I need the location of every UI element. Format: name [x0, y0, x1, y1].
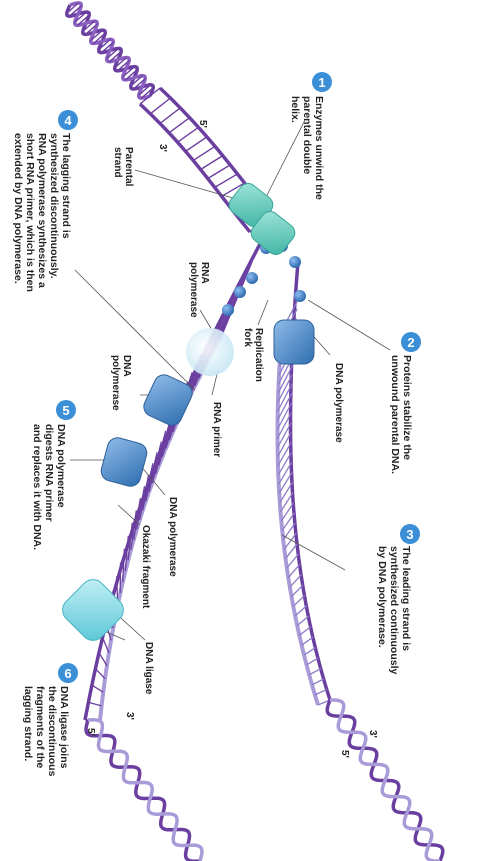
bottom-left-5-prime-label: 5' [85, 728, 96, 736]
rna-primase [186, 328, 234, 376]
step-4-badge: 4 [58, 110, 78, 130]
step-6-badge: 6 [58, 663, 78, 683]
helicase [228, 183, 296, 255]
rna-primer-label: RNA primer [211, 402, 222, 458]
bottom-left-3-prime-label: 3' [124, 712, 135, 720]
step-1-badge: 1 [312, 72, 332, 92]
rna-polymerase-label: RNA polymerase [188, 262, 210, 318]
bottom-right-helix [325, 698, 445, 861]
leading-dna-polymerase-label: DNA polymerase [333, 363, 344, 443]
primer-replacing-polymerase [100, 437, 148, 487]
step-2-text: Proteins stabilize the unwound parental … [389, 355, 413, 474]
step-6-text: DNA ligase joins the discontinuous fragm… [22, 686, 70, 777]
lower-dna-polymerase-label: DNA polymerase [167, 497, 178, 577]
parental-helix [65, 1, 155, 100]
leading-dna-polymerase [273, 319, 315, 365]
step-4-text: The lagging strand is synthesized discon… [12, 133, 72, 292]
top-3-prime-label: 3' [157, 144, 168, 152]
dna-ligase-label: DNA ligase [143, 642, 154, 695]
top-5-prime-label: 5' [197, 120, 208, 128]
okazaki-fragment-label: Okazaki fragment [140, 525, 151, 609]
step-5-badge: 5 [56, 400, 76, 420]
bottom-right-3-prime-label: 3' [367, 730, 378, 738]
lagging-dna-polymerase [143, 374, 193, 426]
parental-strand-label: Parental strand [112, 147, 134, 187]
step-3-text: The leading strand is synthesized contin… [376, 546, 412, 675]
step-5-text: DNA polymerase digests RNA primer and re… [31, 424, 67, 551]
dna-ligase [62, 579, 124, 641]
bottom-right-5-prime-label: 5' [339, 750, 350, 758]
replication-fork-label: Replication fork [242, 328, 264, 382]
lagging-dna-polymerase-label: DNA polymerase [110, 355, 132, 411]
step-2-badge: 2 [401, 332, 421, 352]
step-3-badge: 3 [400, 524, 420, 544]
bottom-left-helix [84, 718, 204, 861]
step-1-text: Enzymes unwind the parental double helix… [289, 96, 325, 200]
